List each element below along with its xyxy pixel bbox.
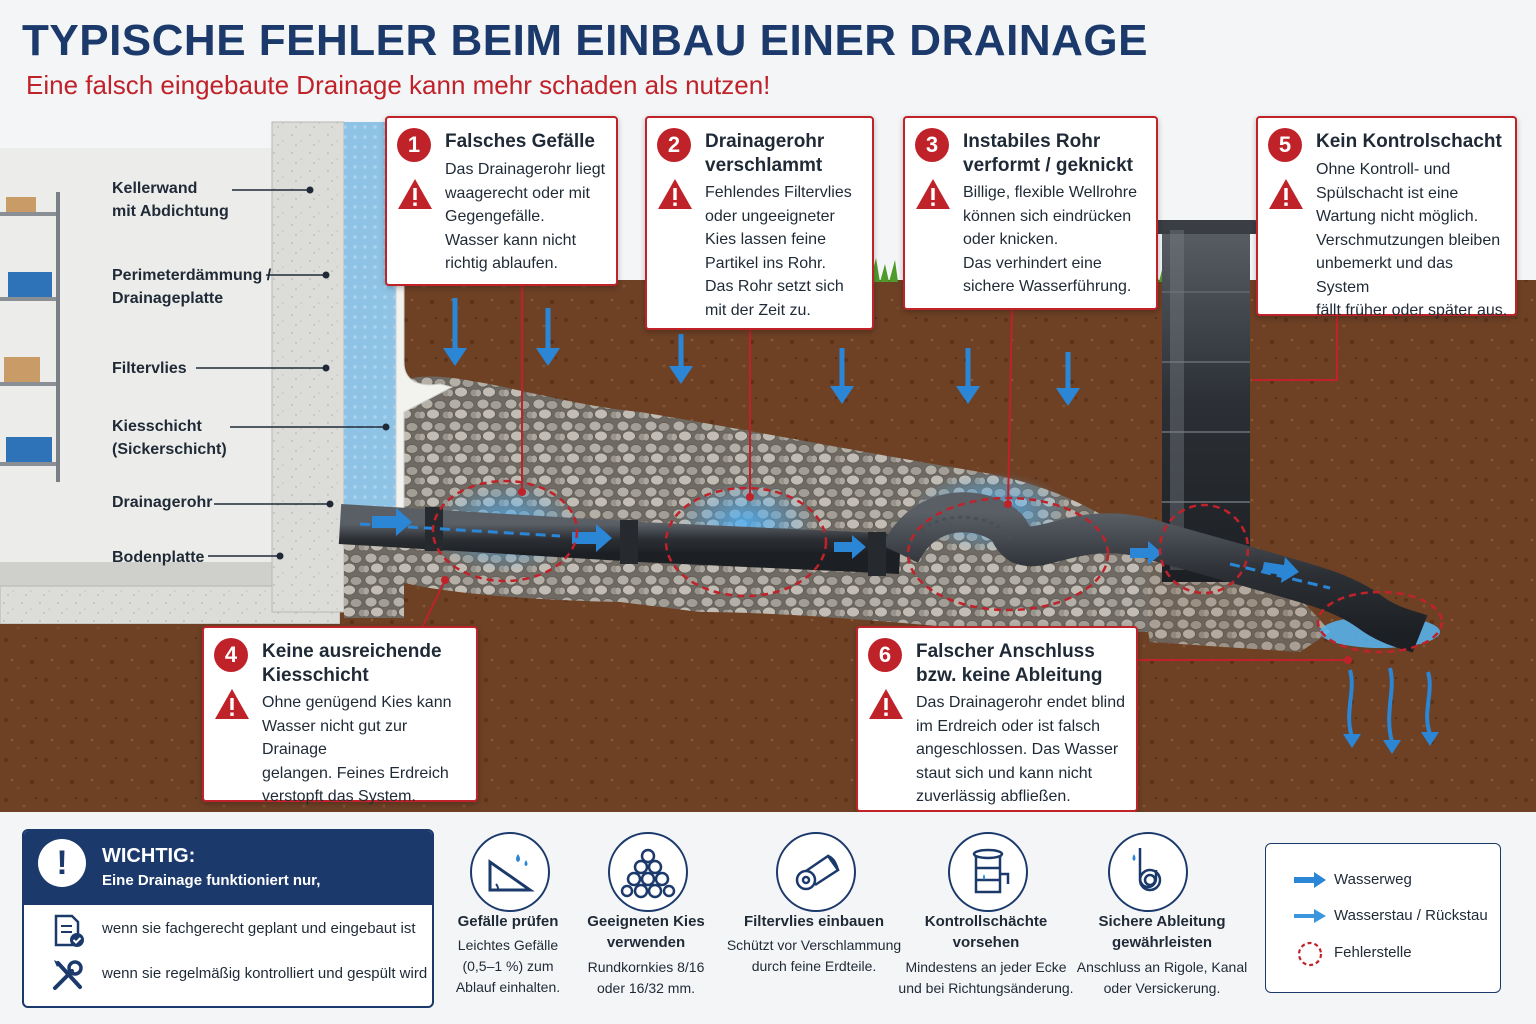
legend-error-spot: Fehlerstelle (1334, 944, 1412, 961)
warning-icon (1269, 179, 1303, 209)
tip-title: Gefälle prüfen (457, 913, 559, 930)
error-number: 1 (397, 128, 431, 162)
dashed-circle-icon (1297, 941, 1323, 967)
legend-water-path: Wasserweg (1334, 871, 1412, 888)
storage-shelf (0, 192, 60, 482)
legend: Wasserweg Wasserstau / Rückstau Fehlerst… (1265, 843, 1501, 993)
important-title: WICHTIG: (102, 845, 196, 867)
error-card-5: 5 Kein Kontrolschacht Ohne Kontroll- und… (1256, 116, 1517, 319)
important-header (24, 831, 432, 905)
warning-icon (215, 689, 249, 719)
tools-icon (53, 960, 83, 990)
basement-wall (271, 121, 345, 613)
label-filter-fleece: Filtervlies (112, 360, 187, 377)
label-perimeter-insulation: Perimeterdämmung /Drainageplatte (112, 267, 272, 307)
page-subtitle: Eine falsch eingebaute Drainage kann meh… (26, 70, 771, 100)
page-title: TYPISCHE FEHLER BEIM EINBAU EINER DRAINA… (22, 16, 1148, 65)
slope-icon (488, 854, 535, 892)
tip-title: Filtervlies einbauen (743, 913, 885, 930)
warning-icon (869, 689, 903, 719)
label-floor-slab: Bodenplatte (112, 549, 205, 566)
outlet-drip-arrows (1347, 667, 1432, 743)
drain-outlet-icon (1132, 848, 1162, 892)
legend-water-backflow: Wasserstau / Rückstau (1334, 907, 1488, 924)
error-number: 4 (214, 638, 248, 672)
warning-icon (658, 179, 692, 209)
warning-icon (916, 179, 950, 209)
water-flow-arrows (372, 508, 1299, 583)
callout-leaders (419, 282, 1348, 661)
gravel-icon (620, 848, 676, 899)
error-number: 2 (657, 128, 691, 162)
error-number: 5 (1268, 128, 1302, 162)
document-check-icon (54, 914, 84, 947)
error-number: 6 (868, 638, 902, 672)
warning-icon (398, 179, 432, 209)
important-intro: Eine Drainage funktioniert nur, (102, 872, 321, 889)
error-title: Kein Kontrolschacht (1316, 131, 1502, 152)
label-gravel-layer: Kiesschicht(Sickerschicht) (112, 418, 227, 458)
drainage-pipe (338, 492, 1428, 653)
error-card-1: 1 Falsches Gefälle Das Drainagerohr lieg… (385, 116, 618, 286)
important-item-2: wenn sie regelmäßig kontrolliert und ges… (102, 965, 428, 982)
fleece-roll-icon (795, 854, 840, 891)
arrow-right-icon (1294, 909, 1326, 923)
basement-interior (0, 148, 272, 586)
label-drainage-pipe: Drainagerohr (112, 494, 213, 511)
inspection-shaft (1154, 220, 1258, 582)
seepage-arrows (443, 298, 1080, 406)
important-box: ! WICHTIG: Eine Drainage funktioniert nu… (22, 829, 434, 1008)
layer-label-leaders (196, 189, 386, 557)
arrow-right-icon (1294, 872, 1326, 888)
important-item-1: wenn sie fachgerecht geplant und eingeba… (102, 920, 416, 937)
error-number: 3 (915, 128, 949, 162)
inspection-shaft-icon (972, 848, 1010, 894)
exclamation-icon: ! (38, 839, 86, 887)
error-title: Falsches Gefälle (445, 131, 595, 152)
